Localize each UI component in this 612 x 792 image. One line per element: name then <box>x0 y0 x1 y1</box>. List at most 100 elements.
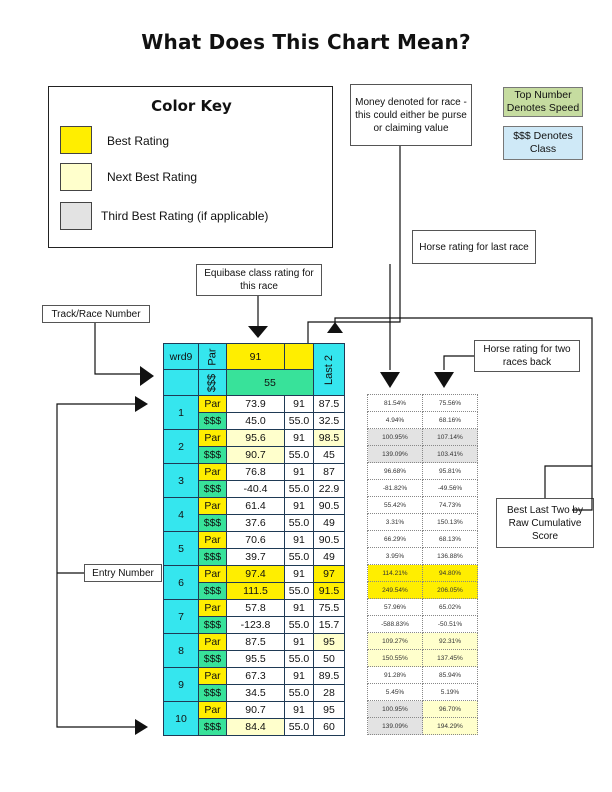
par-pct-cell: 91.28% <box>367 666 423 684</box>
entry-number-cell: 5 <box>163 531 199 566</box>
par-v2-cell: 91 <box>284 497 314 515</box>
cls-pct-cell: 150.55% <box>367 649 423 667</box>
two-back-callout: Horse rating for two races back <box>474 340 580 372</box>
entry-number-cell: 4 <box>163 497 199 532</box>
par-pct-cell: 96.70% <box>422 700 478 718</box>
par-v3-cell: 95 <box>313 701 345 719</box>
par-value-cell: 91 <box>226 343 285 370</box>
par-pct-cell: 95.81% <box>422 462 478 480</box>
top-number-tag: Top Number Denotes Speed <box>503 87 583 117</box>
last-race-arrowhead <box>380 372 400 388</box>
cls-v3-cell: 15.7 <box>313 616 345 634</box>
entry-callout: Entry Number <box>84 564 162 582</box>
par-v2-cell: 91 <box>284 395 314 413</box>
cls-label-cell: $$$ <box>198 650 227 668</box>
cls-pct-cell: 5.45% <box>367 683 423 701</box>
par-v2-cell: 91 <box>284 565 314 583</box>
two-back-arrowhead <box>434 372 454 388</box>
par-label-cell: Par <box>198 633 227 651</box>
class-tag: $$$ Denotes Class <box>503 126 583 160</box>
track-callout: Track/Race Number <box>42 305 150 323</box>
cls-v1-cell: 90.7 <box>226 446 285 464</box>
par-v2-cell: 91 <box>284 667 314 685</box>
cls-label-cell: $$$ <box>198 514 227 532</box>
par-v1-cell: 57.8 <box>226 599 285 617</box>
par-v1-cell: 90.7 <box>226 701 285 719</box>
par-v3-cell: 90.5 <box>313 531 345 549</box>
best-rating-label: Best Rating <box>107 134 170 148</box>
par-v2-cell: 91 <box>284 429 314 447</box>
par-v1-cell: 73.9 <box>226 395 285 413</box>
entry-number-cell: 1 <box>163 395 199 430</box>
par-v2-cell: 91 <box>284 463 314 481</box>
cls-pct-cell: 103.41% <box>422 445 478 463</box>
cls-pct-cell: 4.94% <box>367 411 423 429</box>
last2-arrowhead <box>327 322 343 333</box>
entry-number-cell: 10 <box>163 701 199 736</box>
par-v1-cell: 87.5 <box>226 633 285 651</box>
par-v3-cell: 90.5 <box>313 497 345 515</box>
cls-pct-cell: 139.09% <box>367 445 423 463</box>
cls-label-cell: $$$ <box>198 480 227 498</box>
cls-label-cell: $$$ <box>198 446 227 464</box>
entry-number-cell: 6 <box>163 565 199 600</box>
par-pct-cell: 57.96% <box>367 598 423 616</box>
entry-number-cell: 3 <box>163 463 199 498</box>
par-label-cell: Par <box>198 463 227 481</box>
cls-v3-cell: 50 <box>313 650 345 668</box>
par-pct-cell: 96.68% <box>367 462 423 480</box>
cls-v2-cell: 55.0 <box>284 684 314 702</box>
cls-pct-cell: -588.83% <box>367 615 423 633</box>
cls-v3-cell: 32.5 <box>313 412 345 430</box>
par-v1-cell: 61.4 <box>226 497 285 515</box>
par-v3-cell: 98.5 <box>313 429 345 447</box>
percent-table: 81.54%75.56%4.94%68.16%100.95%107.14%139… <box>367 394 478 735</box>
par-pct-cell: 100.95% <box>367 428 423 446</box>
cls-pct-cell: 68.16% <box>422 411 478 429</box>
money-callout: Money denoted for race - this could eith… <box>350 84 472 146</box>
entry-number-cell: 9 <box>163 667 199 702</box>
par-label-cell: Par <box>198 531 227 549</box>
entry-bracket <box>56 403 140 728</box>
last-race-callout: Horse rating for last race <box>412 230 536 264</box>
cls-v1-cell: 84.4 <box>226 718 285 736</box>
cls-pct-cell: -81.82% <box>367 479 423 497</box>
cls-v2-cell: 55.0 <box>284 650 314 668</box>
par-pct-cell: 74.73% <box>422 496 478 514</box>
cls-pct-cell: 5.19% <box>422 683 478 701</box>
equibase-arrowhead <box>248 326 268 338</box>
cls-v2-cell: 55.0 <box>284 480 314 498</box>
next-best-rating-swatch <box>60 163 92 191</box>
cls-v2-cell: 55.0 <box>284 514 314 532</box>
cls-v1-cell: 37.6 <box>226 514 285 532</box>
cls-v1-cell: 45.0 <box>226 412 285 430</box>
par-spacer-cell <box>284 343 314 370</box>
par-v2-cell: 91 <box>284 701 314 719</box>
equibase-callout: Equibase class rating for this race <box>196 264 322 296</box>
entry-bottom-arrowhead <box>135 719 148 735</box>
cls-pct-cell: 137.45% <box>422 649 478 667</box>
entry-number-cell: 7 <box>163 599 199 634</box>
third-best-rating-swatch <box>60 202 92 230</box>
cls-v3-cell: 45 <box>313 446 345 464</box>
cls-v3-cell: 49 <box>313 514 345 532</box>
par-pct-cell: 55.42% <box>367 496 423 514</box>
cls-label-cell: $$$ <box>198 582 227 600</box>
par-pct-cell: 94.80% <box>422 564 478 582</box>
cls-pct-cell: 194.29% <box>422 717 478 735</box>
par-pct-cell: 66.29% <box>367 530 423 548</box>
par-label-cell: Par <box>198 497 227 515</box>
cls-label-cell: $$$ <box>198 684 227 702</box>
par-pct-cell: 92.31% <box>422 632 478 650</box>
par-v3-cell: 95 <box>313 633 345 651</box>
cls-pct-cell: -49.56% <box>422 479 478 497</box>
par-label-cell: Par <box>198 599 227 617</box>
par-pct-cell: 85.94% <box>422 666 478 684</box>
cls-label-cell: $$$ <box>198 718 227 736</box>
cls-v2-cell: 55.0 <box>284 412 314 430</box>
par-v2-cell: 91 <box>284 633 314 651</box>
track-connector <box>94 323 140 375</box>
par-v2-cell: 91 <box>284 599 314 617</box>
cls-v3-cell: 49 <box>313 548 345 566</box>
